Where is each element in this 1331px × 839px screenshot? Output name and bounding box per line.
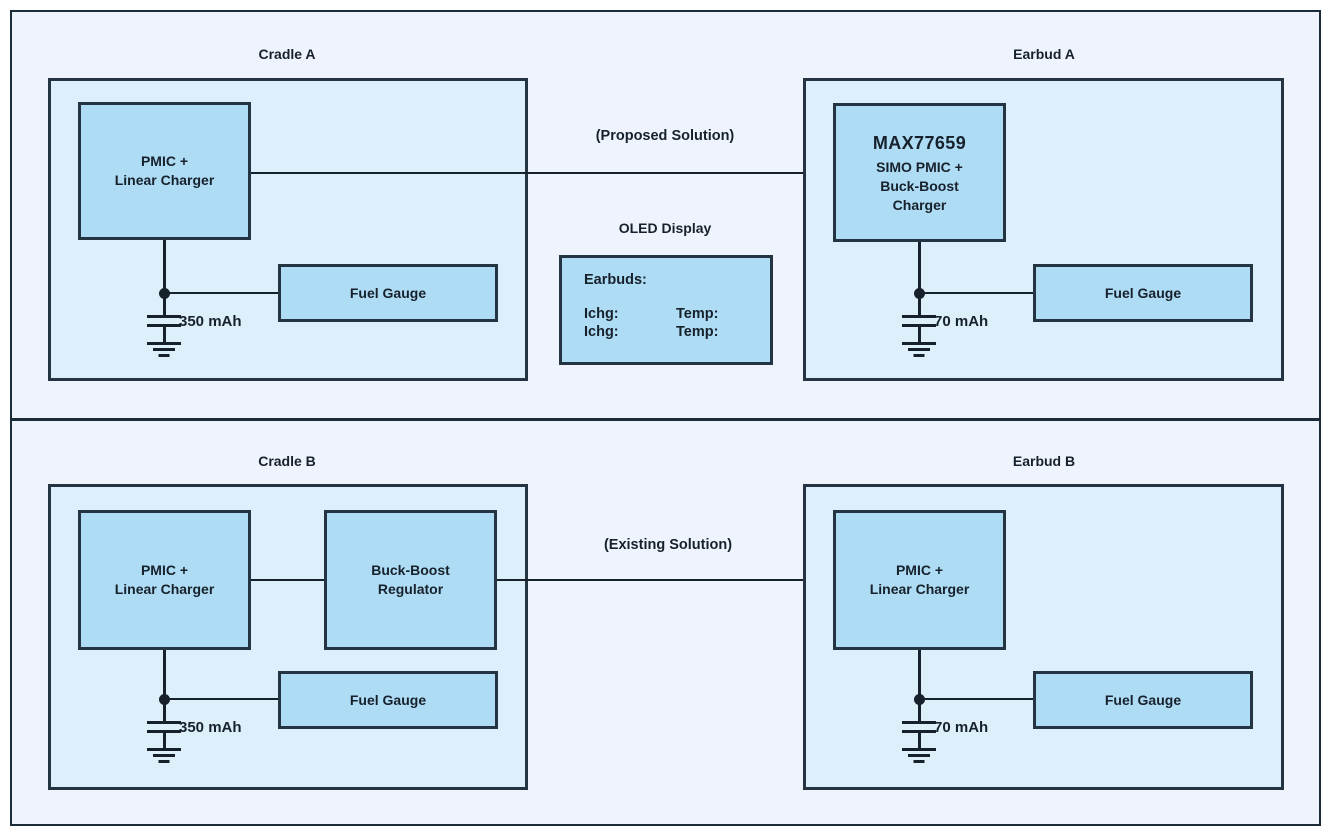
cradle-a-pmic-block[interactable]: PMIC + Linear Charger xyxy=(78,102,251,240)
cradle-b-fuel-gauge-block[interactable]: Fuel Gauge xyxy=(278,671,498,729)
earbud-a-chip-desc-line1: SIMO PMIC + xyxy=(876,158,963,175)
oled-header-row: Earbuds: xyxy=(584,272,770,288)
earbud-b-battery-wire xyxy=(918,650,921,696)
oled-temp-label-1: Temp: xyxy=(676,306,719,322)
cradle-b-regulator-line1: Buck-Boost xyxy=(371,562,450,579)
oled-display-title: OLED Display xyxy=(618,220,712,236)
oled-temp-label-2: Temp: xyxy=(676,324,719,340)
earbud-a-cap-top-wire xyxy=(918,297,921,317)
cradle-a-cap-top-wire xyxy=(163,297,166,317)
cradle-a-fuel-gauge-block[interactable]: Fuel Gauge xyxy=(278,264,498,322)
cradle-a-ground-icon xyxy=(147,342,181,358)
earbud-a-chip-part-number: MAX77659 xyxy=(872,132,967,153)
oled-ichg-label-1: Ichg: xyxy=(584,306,619,322)
oled-data-row-2: Ichg: Temp: xyxy=(584,324,770,340)
earbud-b-fuel-gauge-wire xyxy=(919,698,1033,700)
oled-ichg-label-2: Ichg: xyxy=(584,324,619,340)
earbud-a-cap-bottom-wire xyxy=(918,324,921,344)
oled-data-row-1: Ichg: Temp: xyxy=(584,306,770,322)
earbud-a-chip-desc-line3: Charger xyxy=(892,196,947,213)
earbud-a-fuel-gauge-block[interactable]: Fuel Gauge xyxy=(1033,264,1253,322)
earbud-b-pmic-line2: Linear Charger xyxy=(869,581,970,597)
cradle-a-title: Cradle A xyxy=(258,46,316,62)
cradle-b-title: Cradle B xyxy=(258,453,316,469)
cradle-b-regulator-block[interactable]: Buck-Boost Regulator xyxy=(324,510,497,650)
cradle-b-ground-icon xyxy=(147,748,181,764)
oled-display-box[interactable]: Earbuds: Ichg: Temp: Ichg: Temp: xyxy=(559,255,773,365)
earbud-a-battery-label: 70 mAh xyxy=(934,313,989,330)
cradle-b-pmic-block[interactable]: PMIC + Linear Charger xyxy=(78,510,251,650)
cradle-a-battery-label: 350 mAh xyxy=(179,313,242,330)
earbud-b-cap-top-wire xyxy=(918,703,921,723)
cradle-a-pmic-line2: Linear Charger xyxy=(114,172,215,188)
cradle-b-pmic-to-regulator-wire xyxy=(251,579,324,581)
cradle-a-fuel-gauge-wire xyxy=(164,292,278,294)
cradle-b-cap-bottom-wire xyxy=(163,730,166,750)
cradle-a-cap-bottom-wire xyxy=(163,324,166,344)
earbud-b-pmic-line1: PMIC + xyxy=(895,562,944,579)
earbud-a-ground-icon xyxy=(902,342,936,358)
proposed-solution-label: (Proposed Solution) xyxy=(595,128,735,144)
cradle-a-pmic-line1: PMIC + xyxy=(140,153,189,170)
earbud-a-battery-wire xyxy=(918,242,921,298)
oled-header-label: Earbuds: xyxy=(584,272,647,288)
earbud-b-fuel-gauge-block[interactable]: Fuel Gauge xyxy=(1033,671,1253,729)
existing-solution-label: (Existing Solution) xyxy=(603,537,733,553)
cradle-b-cap-top-wire xyxy=(163,703,166,723)
cradle-b-regulator-line2: Regulator xyxy=(377,581,444,597)
earbud-a-max77659-block[interactable]: MAX77659 SIMO PMIC + Buck-Boost Charger xyxy=(833,103,1006,242)
earbud-b-pmic-block[interactable]: PMIC + Linear Charger xyxy=(833,510,1006,650)
cradle-a-to-earbud-a-wire xyxy=(251,172,813,174)
earbud-a-title: Earbud A xyxy=(1013,46,1075,62)
cradle-b-pmic-line2: Linear Charger xyxy=(114,581,215,597)
row-divider xyxy=(10,418,1321,421)
earbud-b-title: Earbud B xyxy=(1012,453,1076,469)
earbud-b-ground-icon xyxy=(902,748,936,764)
cradle-b-to-earbud-b-wire xyxy=(497,579,813,581)
earbud-a-chip-desc-line2: Buck-Boost xyxy=(880,177,959,194)
cradle-b-battery-wire xyxy=(163,650,166,696)
cradle-b-battery-label: 350 mAh xyxy=(179,719,242,736)
cradle-a-battery-wire xyxy=(163,240,166,298)
cradle-b-fuel-gauge-wire xyxy=(164,698,278,700)
cradle-b-pmic-line1: PMIC + xyxy=(140,562,189,579)
earbud-a-fuel-gauge-wire xyxy=(919,292,1033,294)
earbud-b-cap-bottom-wire xyxy=(918,730,921,750)
earbud-b-battery-label: 70 mAh xyxy=(934,719,989,736)
